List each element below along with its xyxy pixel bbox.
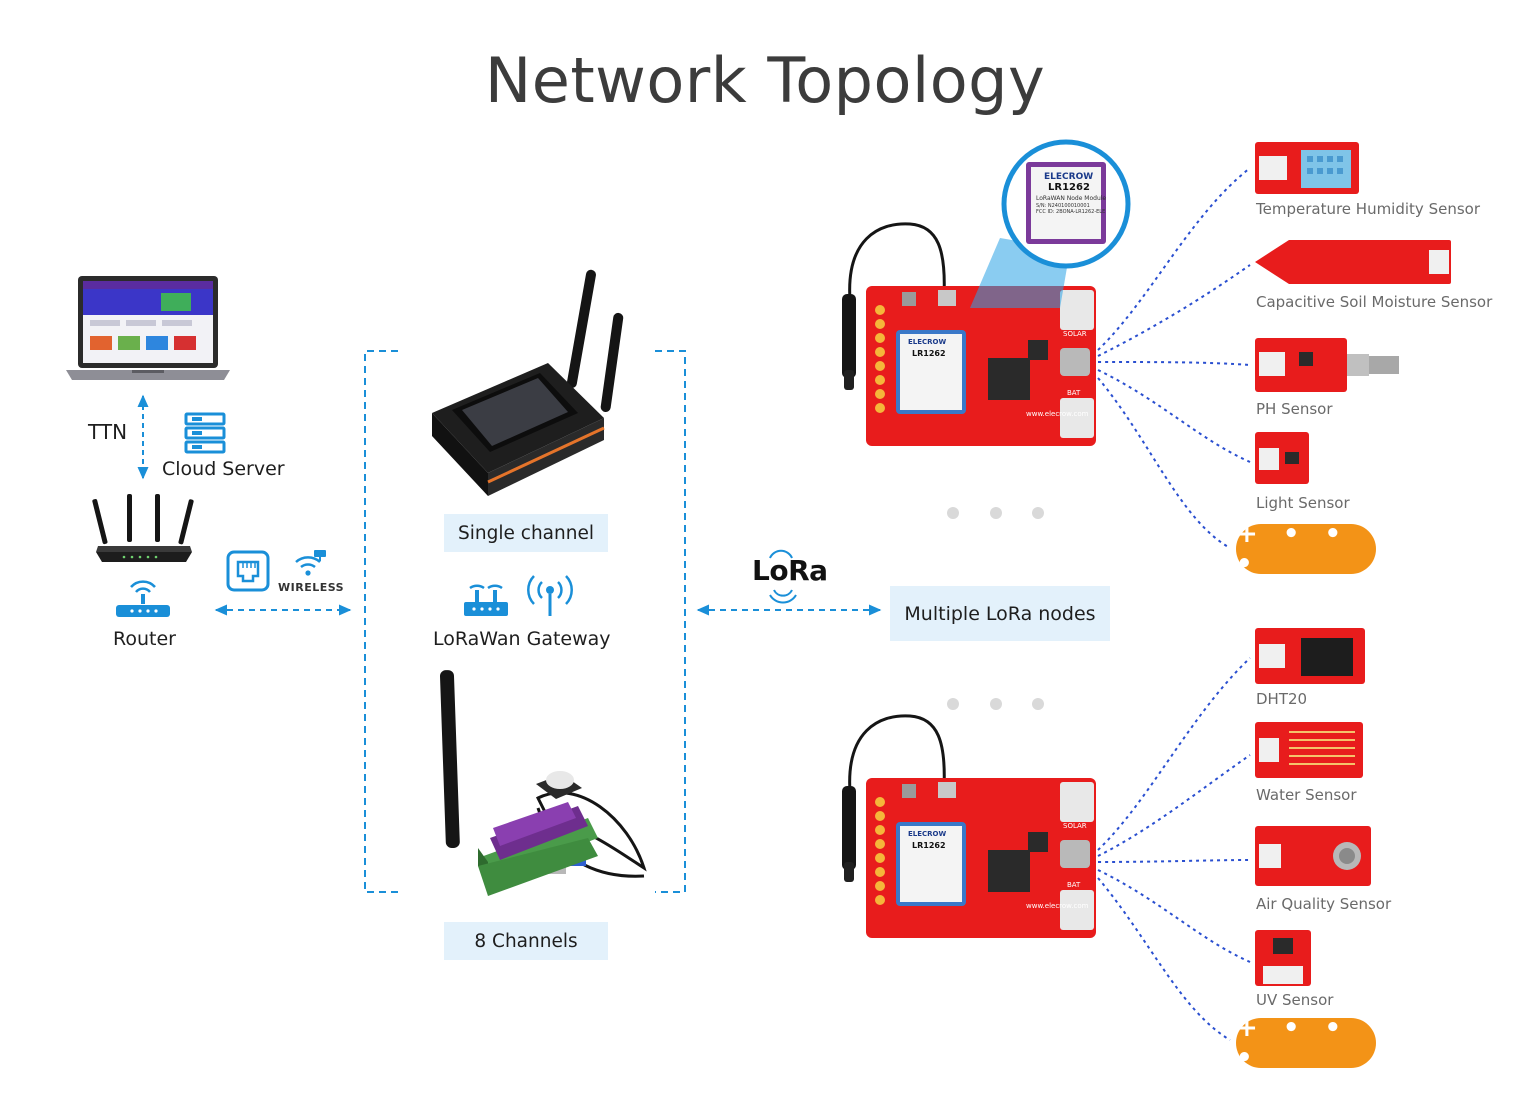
more-sensors-button-top[interactable]: + • • • [1236,519,1376,579]
antenna-signal-icon [527,575,573,616]
node2-module-model: LR1262 [912,841,946,850]
soil-moisture-sensor-image [1255,240,1451,284]
node2-sensor-links [1097,657,1251,1041]
zoom-module-fcc: FCC ID: 2BONA-LR1262-ELE [1036,209,1106,215]
node1-solar: SOLAR [1063,330,1087,338]
node1-module-model: LR1262 [912,349,946,358]
sensor-label-ph: PH Sensor [1256,400,1333,418]
eight-channel-gateway-image [439,670,647,896]
node2-solar: SOLAR [1063,822,1087,830]
node1-bat: BAT [1067,389,1081,397]
eight-channels-label: 8 Channels [444,922,608,960]
light-sensor-image [1255,432,1309,484]
router-device-icon [92,494,194,562]
multiple-lora-nodes-label: Multiple LoRa nodes [890,586,1110,641]
wireless-icon [295,550,326,576]
router-label: Router [113,628,176,650]
pager-dot [990,698,1002,710]
air-quality-sensor-image [1255,826,1371,886]
node2-bat: BAT [1067,881,1081,889]
cloud-server-label: Cloud Server [162,458,285,480]
zoom-module-model: LR1262 [1048,182,1090,193]
lora-node-board-2: www.elecrow.com SOLAR BAT ELECROW LR1262 [842,714,1096,938]
gateway-frame-right [655,350,686,893]
zoom-module-sn: S/N: N240100010001 [1036,203,1090,209]
lora-logo-waves [769,549,797,604]
more-sensors-button-bottom[interactable]: + • • • [1236,1013,1376,1073]
sensor-label-uv: UV Sensor [1256,991,1334,1009]
dht20-sensor-image [1255,628,1365,684]
page-title: Network Topology [484,44,1046,117]
zoom-module-brand: ELECROW [1044,172,1094,182]
sensor-label-soil-moisture: Capacitive Soil Moisture Sensor [1256,293,1493,311]
gateway-frame-left [364,350,398,893]
sensor-label-air-quality: Air Quality Sensor [1256,895,1392,913]
pager-dot [947,507,959,519]
lora-node-board-1: www.elecrow.com SOLAR BAT ELECROW LR1262 [842,222,1096,446]
node1-module-brand: ELECROW [908,338,947,346]
module-zoom-bubble [970,139,1131,308]
sensor-label-light: Light Sensor [1256,494,1350,512]
laptop-icon [66,276,230,380]
pager-dot [990,507,1002,519]
gateway-router-icon [464,584,508,616]
node1-board-url: www.elecrow.com [1026,410,1089,418]
zoom-module-subtitle: LoRaWAN Node Module [1036,195,1107,202]
ph-sensor-image [1255,338,1399,392]
ethernet-icon [226,550,270,592]
node2-board-url: www.elecrow.com [1026,902,1089,910]
node1-sensor-links [1097,167,1251,549]
single-channel-label: Single channel [444,514,608,552]
ttn-label: TTN [88,420,128,444]
router-wifi-icon [116,580,170,617]
pager-dot [1032,698,1044,710]
single-channel-gateway-image [432,269,624,496]
uv-sensor-image [1255,930,1311,986]
water-sensor-image [1255,722,1363,778]
pager-dot [947,698,959,710]
temp-humidity-sensor-image [1255,142,1359,194]
lora-logo-text: LoRa [752,554,828,587]
pager-dot [1032,507,1044,519]
cloud-server-icon [184,412,226,454]
wireless-label: WIRELESS [278,581,345,594]
sensor-label-dht20: DHT20 [1256,690,1308,708]
node2-module-brand: ELECROW [908,830,947,838]
sensor-label-temp-humidity: Temperature Humidity Sensor [1256,200,1480,218]
lorawan-gateway-label: LoRaWan Gateway [433,628,611,650]
sensor-label-water: Water Sensor [1256,786,1357,804]
